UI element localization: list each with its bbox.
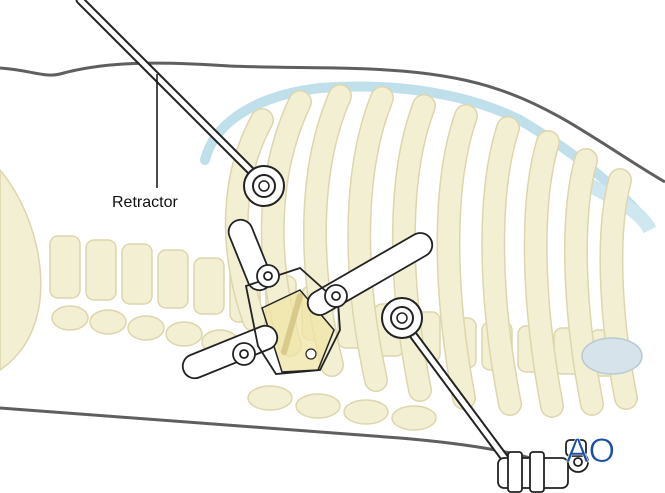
pelvis-bone xyxy=(0,168,42,371)
ao-logo: AO xyxy=(566,432,615,470)
retractor-instrument xyxy=(75,0,285,207)
endoscope-head xyxy=(497,439,589,493)
window-rib-segment xyxy=(281,293,303,355)
window-target-point xyxy=(305,348,317,360)
lower-trocar xyxy=(381,297,517,473)
frame-knobs xyxy=(232,264,348,366)
body-outline-top xyxy=(0,61,665,184)
retractor-label: Retractor xyxy=(112,194,178,211)
kidney xyxy=(581,337,643,375)
